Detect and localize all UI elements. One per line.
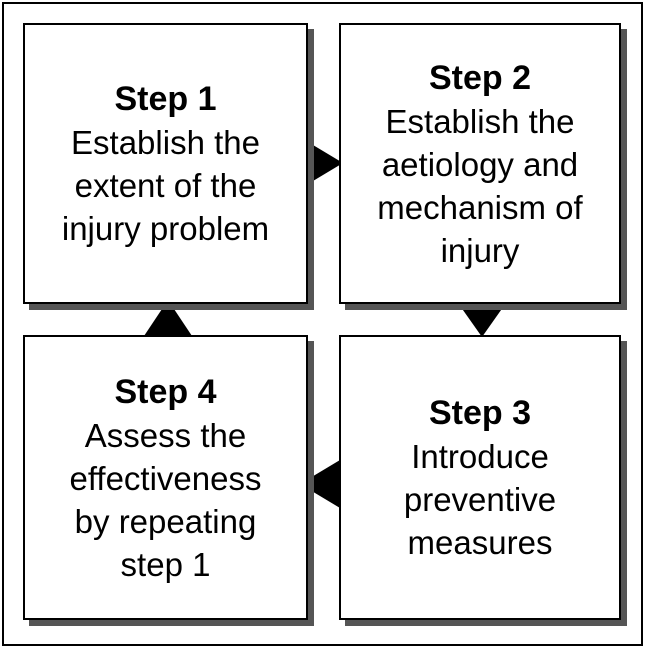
step-2-box: Step 2 Establish the aetiology and mecha… bbox=[339, 23, 621, 304]
step-1-box: Step 1 Establish the extent of the injur… bbox=[23, 23, 308, 304]
step-4-line-4: step 1 bbox=[120, 545, 211, 583]
step-3-title: Step 3 bbox=[428, 394, 532, 432]
step-3-line-1: Introduce bbox=[411, 438, 549, 475]
step-4-title: Step 4 bbox=[114, 372, 217, 411]
step-2-title: Step 2 bbox=[428, 58, 532, 97]
step-4-line-1: Assess the bbox=[84, 416, 247, 454]
arrow-step4-to-step1 bbox=[144, 300, 192, 336]
step-2-line-2: aetiology and bbox=[381, 145, 579, 183]
arrow-step1-to-step2 bbox=[303, 139, 343, 187]
arrow-step2-to-step3 bbox=[458, 303, 506, 337]
step-1-line-3: injury problem bbox=[61, 210, 270, 247]
step-4-line-2: effectiveness bbox=[69, 459, 262, 497]
step-4-line-3: by repeating bbox=[74, 502, 257, 540]
step-1-line-1: Establish the bbox=[71, 124, 260, 161]
step-3-box: Step 3 Introduce preventive measures bbox=[339, 335, 621, 620]
step-3-line-2: preventive bbox=[403, 481, 557, 518]
step-2-line-4: injury bbox=[440, 231, 520, 269]
step-1-title: Step 1 bbox=[114, 80, 217, 118]
step-2-line-3: mechanism of bbox=[377, 188, 583, 226]
step-3-line-3: measures bbox=[407, 524, 553, 561]
step-2-line-1: Establish the bbox=[385, 102, 575, 140]
step-4-box: Step 4 Assess the effectiveness by repea… bbox=[23, 335, 308, 620]
step-1-line-2: extent of the bbox=[74, 167, 257, 204]
